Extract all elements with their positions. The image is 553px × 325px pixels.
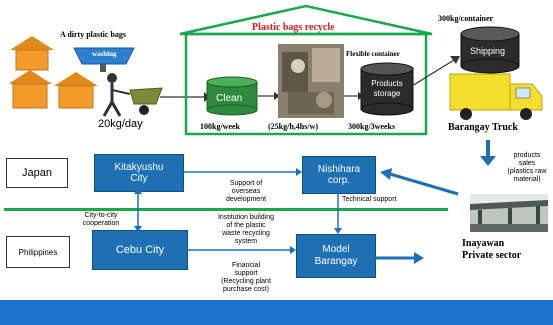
japan-label: Japan (22, 167, 52, 179)
institution-building-text: Institution building of the plastic wast… (217, 214, 275, 245)
japan-box: Japan (6, 158, 68, 188)
storage-cylinder (360, 62, 414, 116)
philippines-label: Philippines (18, 247, 58, 257)
inayawan-photo (470, 194, 548, 232)
cebu-box: Cebu City (92, 230, 188, 270)
footer-bar (0, 300, 553, 325)
products-sales-text: products sales (plastics raw material) (507, 152, 547, 183)
nishihara-label: Nishihara corp. (317, 164, 361, 186)
storage-to-shipping-arrow (412, 56, 460, 87)
clean-rate: 100kg/week (200, 122, 240, 131)
recycle-title: Plastic bags recycle (252, 22, 335, 33)
houses-icon (10, 36, 98, 109)
cebu-label: Cebu City (115, 244, 165, 256)
city-cooperation-text: City-to-city cooperation (82, 212, 120, 227)
technical-support-text: Technical support (342, 196, 397, 203)
person-cart-icon (102, 73, 163, 117)
machine-photo (278, 44, 344, 118)
container-header: 300kg/container (438, 14, 494, 23)
clean-cylinder (206, 76, 258, 116)
shipping-cylinder (460, 26, 520, 74)
truck-icon (449, 73, 543, 120)
washing-label: washing (92, 50, 117, 58)
clean-to-photo-arrow (258, 92, 280, 100)
country-divider (4, 208, 448, 211)
process-rate: (25kg/h,4hs/w) (268, 122, 319, 131)
dirty-bags-label: A dirty plastic bags (60, 30, 127, 39)
recycle-house-frame (179, 4, 433, 136)
flexible-container-label: Flexible container (346, 50, 400, 58)
philippines-box: Philippines (6, 236, 70, 268)
storage-rate: 300kg/3weeks (348, 122, 396, 131)
inayawan-label: Inayawan Private sector (462, 238, 522, 261)
shipping-label: Shipping (470, 46, 506, 56)
kitakyushu-box: Kitakyushu City (94, 154, 184, 192)
kitakyushu-label: Kitakyushu City (114, 162, 164, 184)
washing-tub-icon (73, 47, 135, 72)
model-label: Model Barangay (314, 244, 358, 267)
financial-support-text: Financial support (Recycling plant purch… (221, 262, 271, 293)
clean-label: Clean (216, 93, 243, 104)
nishihara-box: Nishihara corp. (302, 156, 376, 194)
model-barangay-box: Model Barangay (296, 234, 376, 278)
bottom-arrows (134, 140, 496, 264)
support-overseas-text: Support of overseas development (225, 180, 267, 203)
weight-per-day: 20kg/day (98, 118, 143, 130)
truck-label: Barangay Truck (448, 122, 518, 133)
storage-label: Products storage (371, 79, 403, 98)
